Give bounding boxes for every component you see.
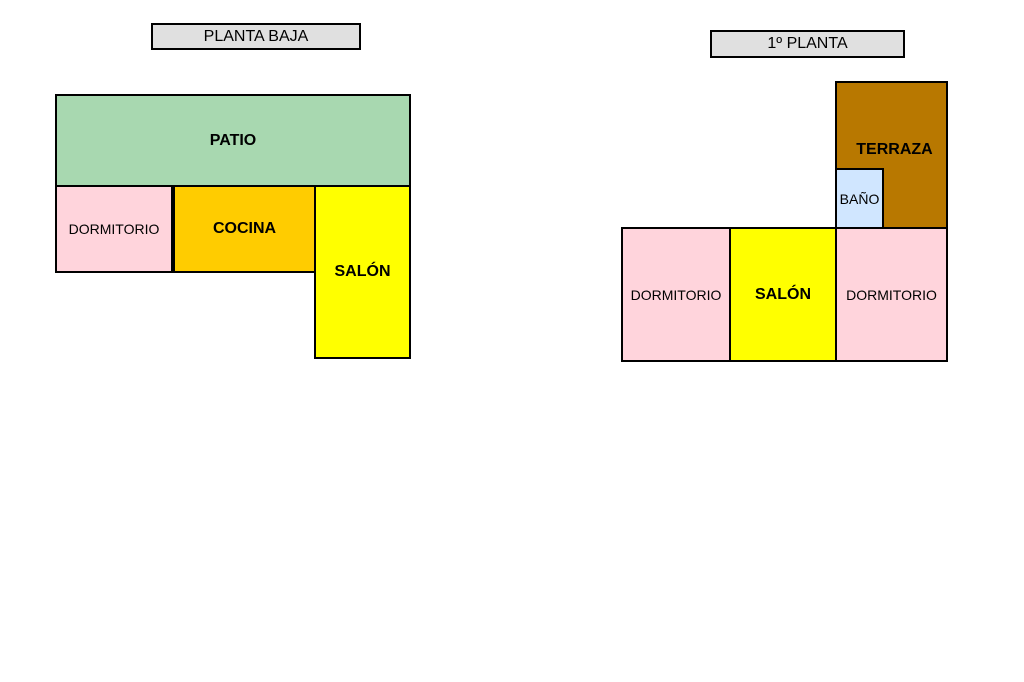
room-first-dormitorio-left: DORMITORIO	[621, 227, 731, 362]
ground-floor-title-text: PLANTA BAJA	[203, 27, 309, 45]
room-first-dormitorio-right: DORMITORIO	[835, 227, 948, 362]
room-patio: PATIO	[55, 94, 411, 187]
room-first-salon-label: SALÓN	[755, 285, 811, 303]
first-floor-title-text: 1º PLANTA	[767, 35, 848, 52]
room-bano: BAÑO	[835, 168, 884, 230]
room-cocina-label: COCINA	[212, 220, 277, 237]
room-bano-label: BAÑO	[839, 191, 880, 207]
room-terraza-label: TERRAZA	[856, 141, 933, 158]
room-ground-salon: SALÓN	[314, 185, 411, 359]
room-patio-label: PATIO	[209, 131, 257, 149]
first-floor-title: 1º PLANTA	[710, 30, 905, 58]
room-first-salon: SALÓN	[729, 227, 837, 362]
room-first-dormitorio-left-label: DORMITORIO	[630, 286, 722, 303]
room-ground-dormitorio: DORMITORIO	[55, 185, 173, 273]
ground-floor-title: PLANTA BAJA	[151, 23, 361, 50]
room-ground-dormitorio-label: DORMITORIO	[68, 221, 160, 237]
room-cocina: COCINA	[173, 185, 316, 273]
room-ground-salon-label: SALÓN	[334, 263, 391, 280]
room-first-dormitorio-right-label: DORMITORIO	[846, 286, 937, 303]
